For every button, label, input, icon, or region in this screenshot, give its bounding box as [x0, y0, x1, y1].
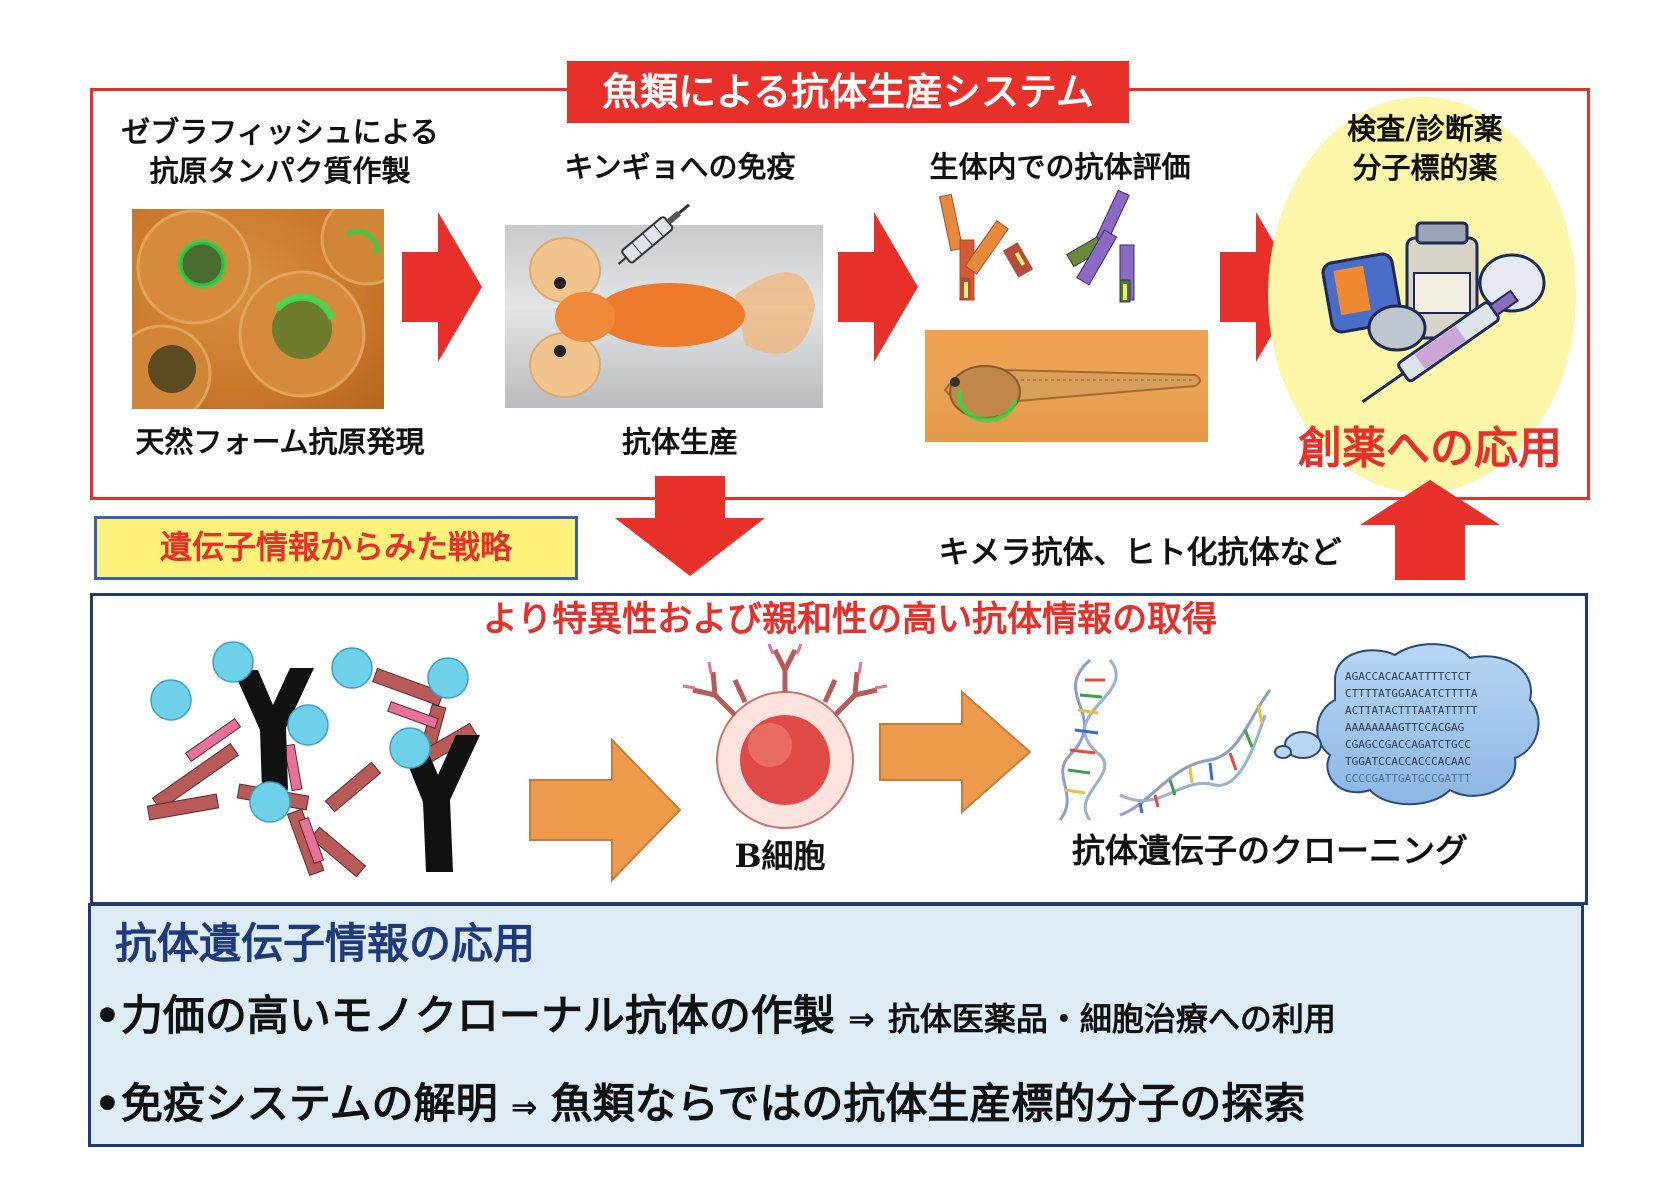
chimera-label: キメラ抗体、ヒト化抗体など [938, 535, 1342, 571]
bottom-panel [88, 903, 1584, 1147]
syringe-icon [617, 203, 690, 265]
red-arrow-right-2 [838, 212, 918, 362]
bottom-line2-arrow: ⇒ [510, 1088, 538, 1126]
red-arrow-up [1360, 480, 1500, 580]
sequence-text: AGACCACACAATTTTCTCT CTTTTATGGAACATCTTTTA… [1345, 668, 1533, 787]
antibody-orange-icon [938, 193, 1034, 301]
step2-label: キンギョへの免疫 [564, 150, 796, 184]
bottom-line1-rest: 抗体医薬品・細胞治療への利用 [887, 1000, 1336, 1038]
orange-arrow-right-2 [879, 689, 1032, 815]
medicine-vials-icon [1321, 221, 1546, 404]
bottom-line1-main: •力価の高いモノクローナル抗体の作製 [94, 991, 835, 1040]
red-arrow-right-3 [1220, 212, 1300, 362]
top-title: 魚類による抗体生産システム [567, 61, 1129, 123]
b-cell-icon [682, 643, 888, 829]
b-cell-label: B細胞 [734, 837, 826, 875]
antibody-purple-icon [1066, 189, 1135, 303]
sequence-line: ACTTATACTTTAATATTTTT [1345, 704, 1478, 717]
step4-label-line2: 分子標的薬 [1352, 151, 1498, 185]
step2-caption: 抗体生産 [621, 425, 738, 459]
sequence-line: CGAGCCGACCAGATCTGCC [1345, 738, 1471, 751]
sequence-line: CCCCGATTGATGCCGATTT [1345, 772, 1471, 785]
red-arrow-right-1 [402, 212, 482, 362]
step4-caption: 創薬への応用 [1298, 423, 1562, 474]
bottom-line2-rest: 魚類ならではの抗体生産標的分子の探索 [550, 1079, 1306, 1128]
antibody-antigen-cluster [146, 641, 480, 878]
sequence-line: AAAAAAAAGTTCCACGAG [1345, 721, 1465, 734]
step3-label: 生体内での抗体評価 [929, 150, 1191, 184]
dna-helix-icon [1058, 658, 1272, 821]
bottom-line1: •力価の高いモノクローナル抗体の作製 ⇒ 抗体医薬品・細胞治療への利用 [94, 988, 1336, 1047]
strategy-label: 遺伝子情報からみた戦略 [94, 516, 578, 580]
step1-caption: 天然フォーム抗原発現 [135, 425, 425, 459]
middle-headline: より特異性および親和性の高い抗体情報の取得 [482, 600, 1218, 640]
bottom-heading: 抗体遺伝子情報の応用 [115, 919, 536, 968]
zebrafish-larva-photo [925, 330, 1208, 442]
sequence-line: TGGATCCACCACCCACAAC [1345, 755, 1471, 768]
step1-label-line2: 抗原タンパク質作製 [149, 154, 411, 188]
bottom-line2: •免疫システムの解明 ⇒ 魚類ならではの抗体生産標的分子の探索 [94, 1076, 1305, 1135]
cloning-label: 抗体遺伝子のクローニング [1072, 831, 1468, 870]
sequence-cloud [1274, 643, 1540, 806]
step1-label-line1: ゼブラフィッシュによる [121, 115, 439, 149]
sequence-line: CTTTTATGGAACATCTTTTA [1345, 687, 1478, 700]
zebrafish-embryos-photo [132, 209, 384, 409]
step4-label-line1: 検査/診断薬 [1347, 112, 1503, 146]
bottom-line2-main: •免疫システムの解明 [94, 1079, 498, 1128]
goldfish-photo [505, 225, 823, 408]
sequence-line: AGACCACACAATTTTCTCT [1345, 670, 1471, 683]
orange-arrow-right-1 [529, 737, 682, 883]
bottom-line1-arrow: ⇒ [847, 1000, 875, 1038]
red-arrow-down [615, 476, 765, 576]
